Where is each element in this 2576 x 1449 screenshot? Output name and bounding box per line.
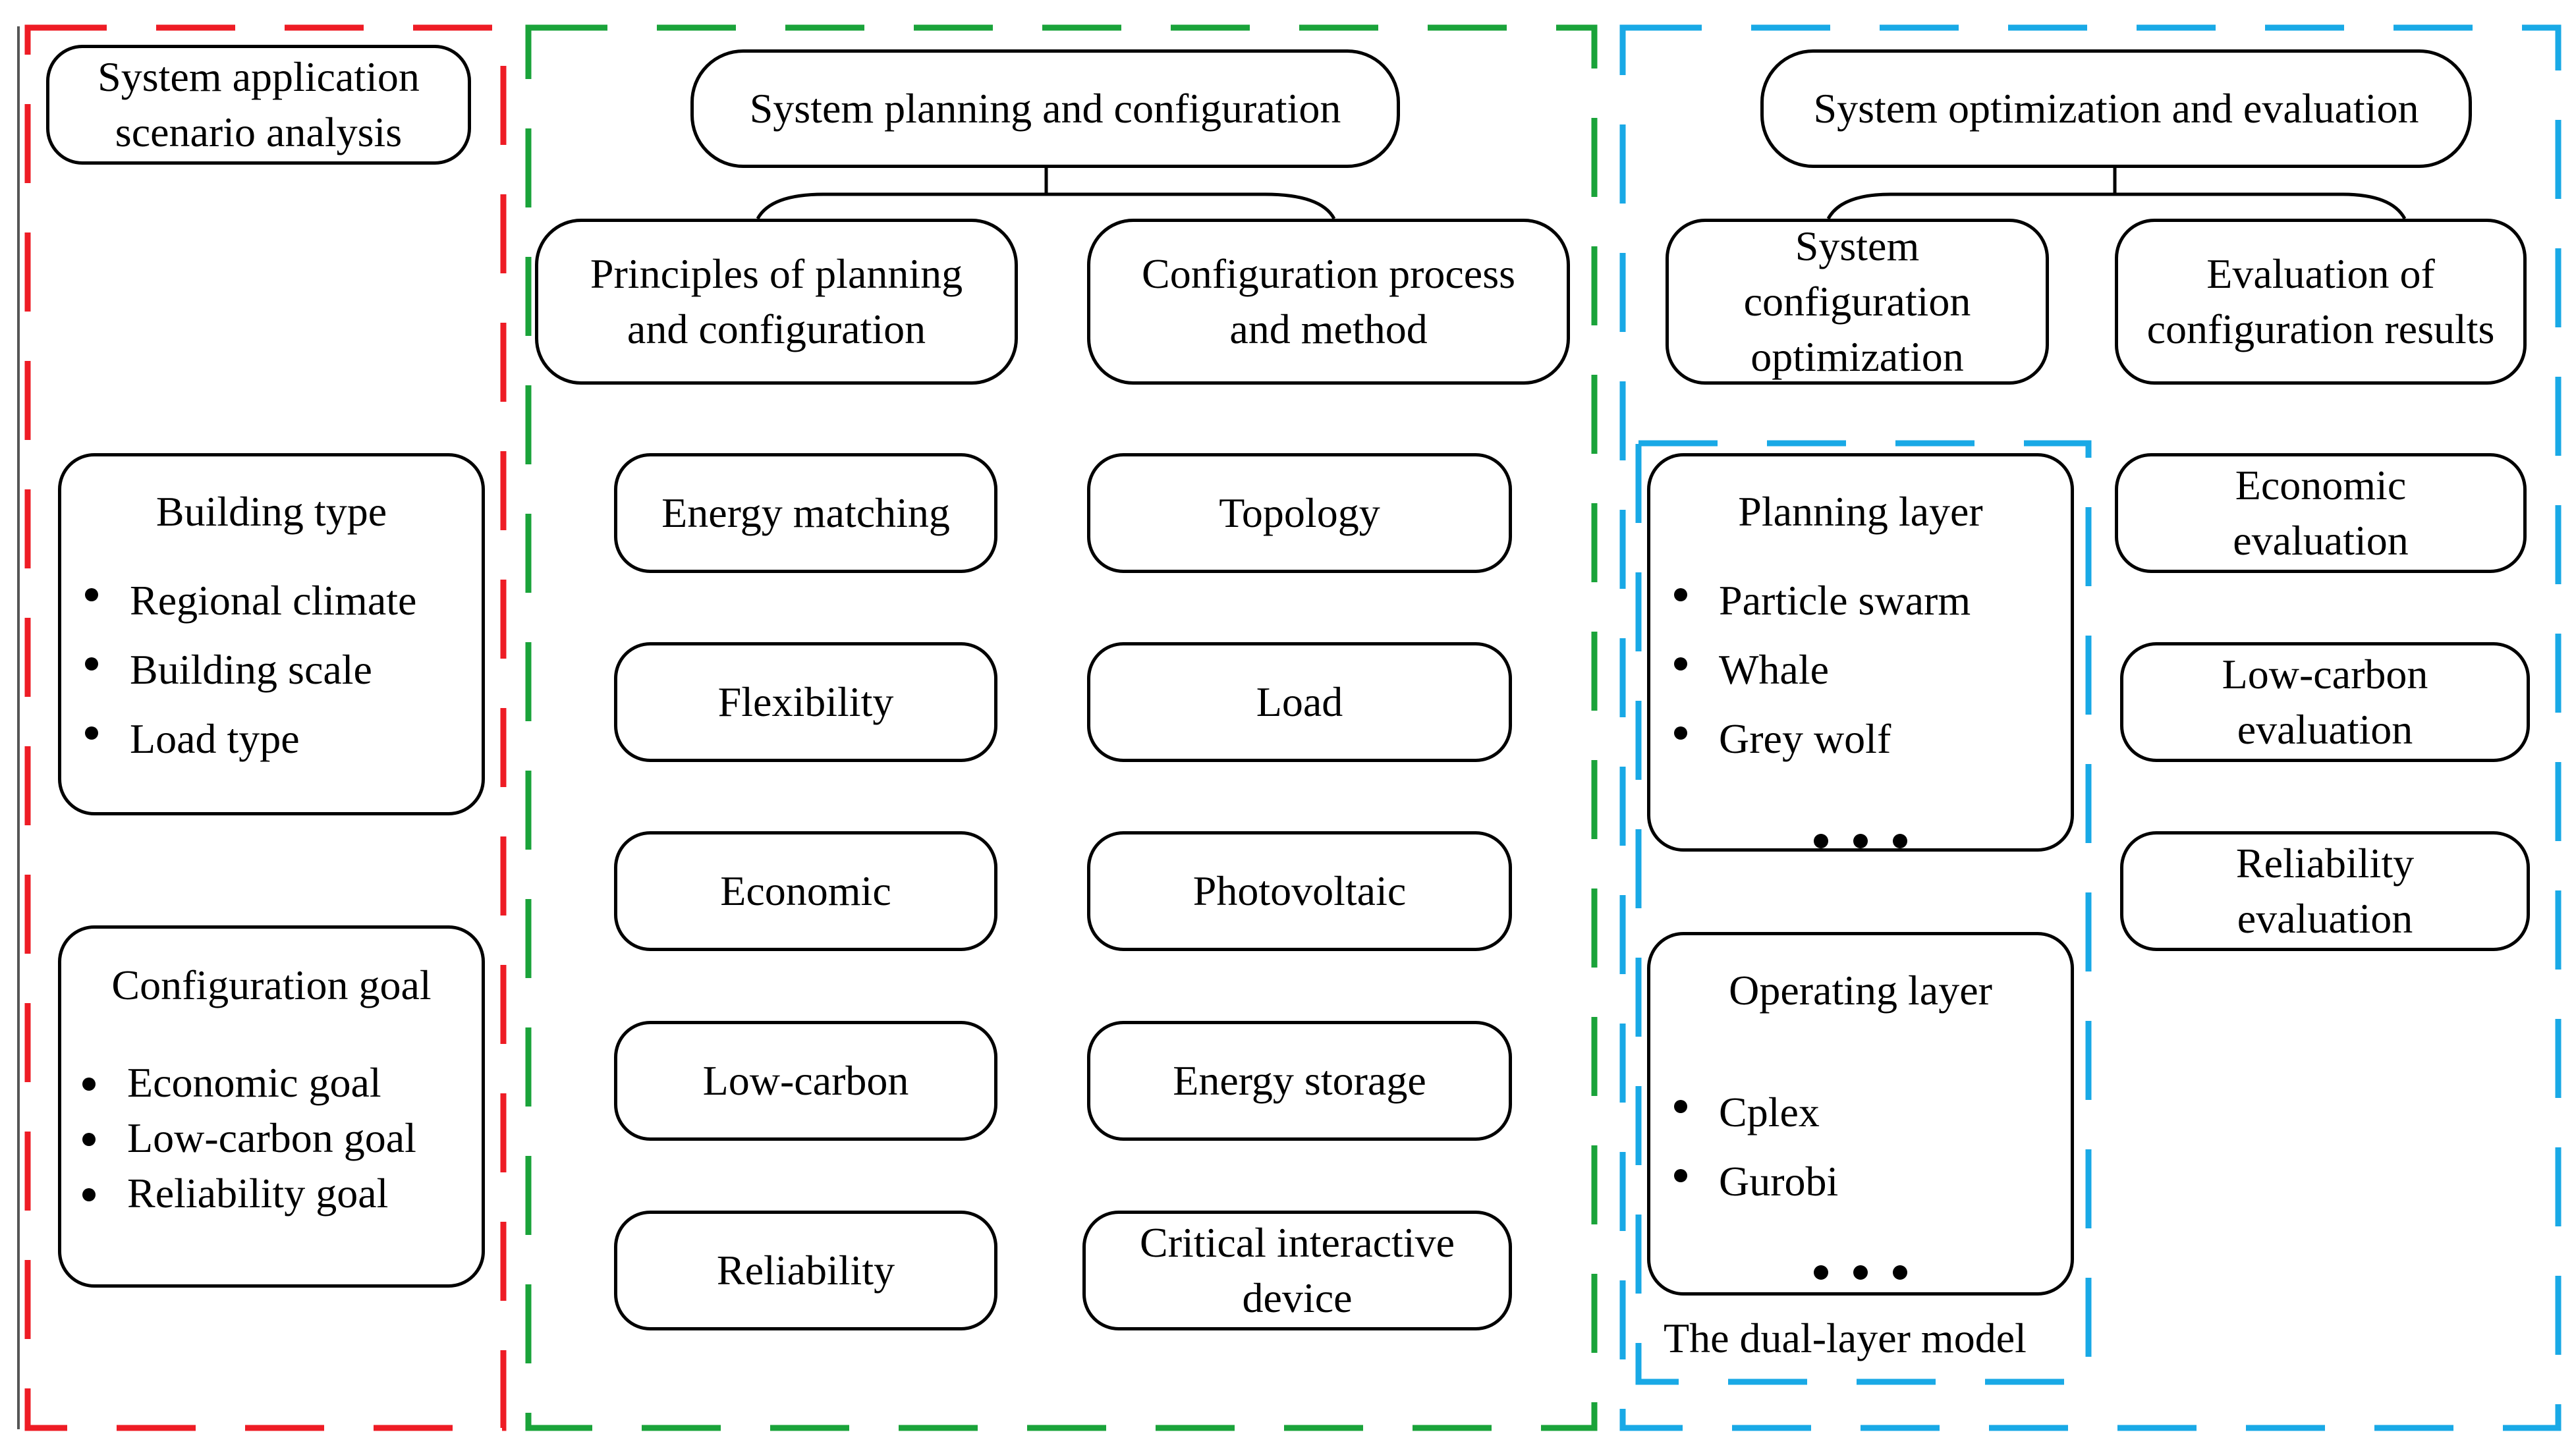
- list-item: Particle swarm: [1660, 566, 1971, 635]
- principle-low-carbon: Low-carbon: [614, 1021, 997, 1141]
- configuration-goal-title: Configuration goal: [111, 962, 432, 1008]
- section2-connector: [756, 168, 1336, 220]
- ellipsis-icon: [1650, 807, 2071, 862]
- list-item: Load type: [70, 704, 416, 773]
- building-type-list: Regional climate Building scale Load typ…: [70, 566, 416, 773]
- configuration-optimization-box: System configuration optimization: [1666, 219, 2049, 385]
- planning-layer-list: Particle swarm Whale Grey wolf: [1660, 566, 1971, 773]
- operating-layer-list: Cplex Gurobi: [1660, 1078, 1838, 1216]
- operating-layer-title: Operating layer: [1729, 967, 1992, 1014]
- principle-economic: Economic: [614, 831, 997, 951]
- principles-line-1: Principles of planning: [590, 250, 963, 297]
- principle-label: Reliability: [716, 1247, 895, 1294]
- section2-frame: [525, 24, 1598, 1431]
- planning-configuration-box: System planning and configuration: [690, 49, 1400, 168]
- process-label: Topology: [1219, 489, 1380, 536]
- list-item: Reliability goal: [68, 1166, 416, 1221]
- evaluation-line-2: configuration results: [2146, 306, 2495, 352]
- planning-layer-title: Planning layer: [1738, 488, 1983, 535]
- principle-label: Low-carbon: [702, 1057, 909, 1104]
- evaluation-label-line-1: Low-carbon: [2222, 651, 2428, 697]
- scenario-analysis-line-1: System application: [98, 53, 420, 100]
- evaluation-label-line-2: evaluation: [2237, 706, 2413, 753]
- evaluation-line-1: Evaluation of: [2206, 250, 2435, 297]
- process-label: Photovoltaic: [1192, 867, 1407, 914]
- economic-evaluation-box: Economic evaluation: [2115, 453, 2527, 573]
- building-type-box: Building type Regional climate Building …: [58, 453, 485, 815]
- operating-layer-box: Operating layer Cplex Gurobi: [1647, 932, 2074, 1296]
- list-item: Low-carbon goal: [68, 1110, 416, 1166]
- process-label-line-2: device: [1242, 1274, 1353, 1321]
- principle-label: Energy matching: [661, 489, 950, 536]
- planning-configuration-title: System planning and configuration: [749, 85, 1341, 132]
- scenario-analysis-line-2: scenario analysis: [115, 109, 403, 155]
- principles-box: Principles of planning and configuration: [535, 219, 1018, 385]
- list-item: Gurobi: [1660, 1147, 1838, 1216]
- process-critical-interactive-device: Critical interactive device: [1082, 1211, 1512, 1330]
- optimization-evaluation-title: System optimization and evaluation: [1813, 85, 2419, 132]
- evaluation-label-line-2: evaluation: [2237, 895, 2413, 942]
- process-box: Configuration process and method: [1087, 219, 1570, 385]
- principle-label: Economic: [720, 867, 891, 914]
- evaluation-label-line-1: Economic: [2235, 462, 2407, 508]
- building-type-title: Building type: [155, 488, 387, 535]
- dual-layer-frame: [1635, 440, 2092, 1385]
- evaluation-label-line-2: evaluation: [2233, 517, 2409, 564]
- reliability-evaluation-box: Reliability evaluation: [2120, 831, 2530, 951]
- principles-line-2: and configuration: [627, 306, 926, 352]
- list-item: Grey wolf: [1660, 704, 1971, 773]
- optimization-evaluation-box: System optimization and evaluation: [1760, 49, 2472, 168]
- optimization-line-2: configuration: [1743, 278, 1971, 325]
- process-load: Load: [1087, 642, 1512, 762]
- evaluation-label-line-1: Reliability: [2235, 840, 2415, 887]
- planning-layer-box: Planning layer Particle swarm Whale Grey…: [1647, 453, 2074, 852]
- process-line-1: Configuration process: [1142, 250, 1515, 297]
- section1-frame: [24, 24, 507, 1431]
- low-carbon-evaluation-box: Low-carbon evaluation: [2120, 642, 2530, 762]
- optimization-line-1: System: [1795, 223, 1920, 269]
- optimization-line-3: optimization: [1750, 333, 1964, 380]
- principle-reliability: Reliability: [614, 1211, 997, 1330]
- evaluation-results-box: Evaluation of configuration results: [2115, 219, 2527, 385]
- process-photovoltaic: Photovoltaic: [1087, 831, 1512, 951]
- process-label: Energy storage: [1173, 1057, 1426, 1104]
- scenario-analysis-box: System application scenario analysis: [46, 45, 471, 165]
- principle-flexibility: Flexibility: [614, 642, 997, 762]
- principle-energy-matching: Energy matching: [614, 453, 997, 573]
- process-topology: Topology: [1087, 453, 1512, 573]
- process-line-2: and method: [1229, 306, 1428, 352]
- process-label-line-1: Critical interactive: [1140, 1219, 1455, 1266]
- list-item: Economic goal: [68, 1055, 416, 1110]
- list-item: Cplex: [1660, 1078, 1838, 1147]
- principle-label: Flexibility: [717, 678, 894, 725]
- list-item: Building scale: [70, 635, 416, 704]
- section3-connector: [1826, 168, 2407, 220]
- list-item: Whale: [1660, 635, 1971, 704]
- dual-layer-caption: The dual-layer model: [1657, 1311, 2033, 1366]
- configuration-goal-list: Economic goal Low-carbon goal Reliabilit…: [68, 1055, 416, 1221]
- process-energy-storage: Energy storage: [1087, 1021, 1512, 1141]
- ellipsis-icon: [1650, 1238, 2071, 1294]
- list-item: Regional climate: [70, 566, 416, 635]
- configuration-goal-box: Configuration goal Economic goal Low-car…: [58, 925, 485, 1288]
- process-label: Load: [1256, 678, 1343, 725]
